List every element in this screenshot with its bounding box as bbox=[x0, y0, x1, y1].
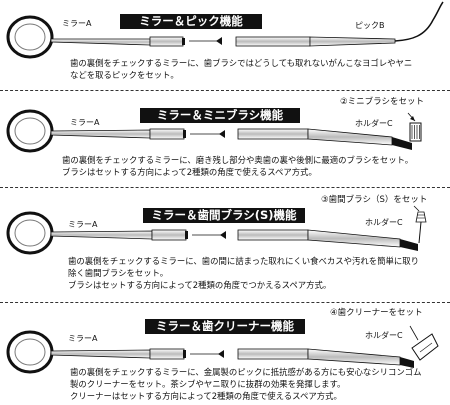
holder-c-label: ホルダーC bbox=[355, 119, 393, 128]
mirror-interdental-brush-illustration bbox=[6, 205, 427, 255]
section-4-description: 歯の裏側をチェックするミラーに、金属製のピックに抵抗感がある方にも安心なシリコン… bbox=[70, 366, 448, 403]
section-2-desc-line: 歯の裏側をチェックするミラーに、磨き残し部分や奥歯の裏や後側に最適のブラシをセッ… bbox=[62, 155, 414, 165]
mirror-a-label: ミラーA bbox=[68, 334, 98, 343]
section-1-desc-line: などを取るピックをセット。 bbox=[70, 70, 179, 81]
mirror-pick-illustration bbox=[6, 1, 444, 59]
section-3-title: ミラー＆歯間ブラシ(S)機能 bbox=[143, 208, 305, 223]
section-1-desc-line: 歯の裏側をチェックするミラーに、歯ブラシではどうしても取れないがんこなヨゴレやヤ… bbox=[70, 58, 413, 68]
section-4-set-label: ④歯クリーナーをセット bbox=[330, 308, 423, 318]
pick-b-label: ピックB bbox=[355, 21, 385, 30]
mirror-a-label: ミラーA bbox=[68, 220, 98, 229]
holder-c-label: ホルダーC bbox=[365, 331, 403, 340]
mirror-a-label: ミラーA bbox=[62, 19, 92, 28]
mirror-mini-brush-illustration bbox=[6, 109, 422, 153]
section-3-set-label: ③歯間ブラシ（S）をセット bbox=[321, 195, 428, 205]
divider bbox=[0, 302, 450, 303]
divider bbox=[0, 187, 450, 188]
section-3-desc-line: ブラシはセットする方向によって2種類の角度でつかえるスペア方式。 bbox=[68, 280, 332, 291]
section-1-description: 歯の裏側をチェックするミラーに、歯ブラシではどうしても取れないがんこなヨゴレやヤ… bbox=[70, 57, 445, 81]
section-4-desc-line: 製のクリーナーをセット。茶シブやヤニ取りに抜群の効果を発揮します。 bbox=[70, 379, 346, 390]
section-3-description: 歯の裏側をチェックするミラーに、歯の間に詰まった取れにくい食べカスや汚れを簡単に… bbox=[68, 255, 448, 292]
holder-c-label: ホルダーC bbox=[365, 218, 403, 227]
section-4-title: ミラー＆歯クリーナー機能 bbox=[145, 319, 305, 334]
section-4-desc-line: クリーナーはセットする方向によって2種類の角度で使えるスペア方式。 bbox=[70, 391, 342, 402]
section-4-desc-line: 歯の裏側をチェックするミラーに、金属製のピックに抵抗感がある方にも安心なシリコン… bbox=[70, 367, 422, 377]
section-2-desc-line: ブラシはセットする方向によって2種類の角度で使えるスペア方式。 bbox=[62, 167, 317, 178]
section-2-title: ミラー＆ミニブラシ機能 bbox=[140, 108, 300, 123]
divider bbox=[0, 90, 450, 91]
section-2-set-label: ②ミニブラシをセット bbox=[340, 97, 424, 107]
section-3-desc-line: 歯の裏側をチェックするミラーに、歯の間に詰まった取れにくい食べカスや汚れを簡単に… bbox=[68, 256, 419, 266]
mirror-tooth-cleaner-illustration bbox=[6, 325, 439, 374]
section-3-desc-line: 除く歯間ブラシをセット。 bbox=[68, 268, 169, 279]
mirror-a-label: ミラーA bbox=[70, 118, 100, 127]
section-1-title: ミラー＆ピック機能 bbox=[120, 14, 262, 29]
section-2-description: 歯の裏側をチェックするミラーに、磨き残し部分や奥歯の裏や後側に最適のブラシをセッ… bbox=[62, 154, 447, 178]
